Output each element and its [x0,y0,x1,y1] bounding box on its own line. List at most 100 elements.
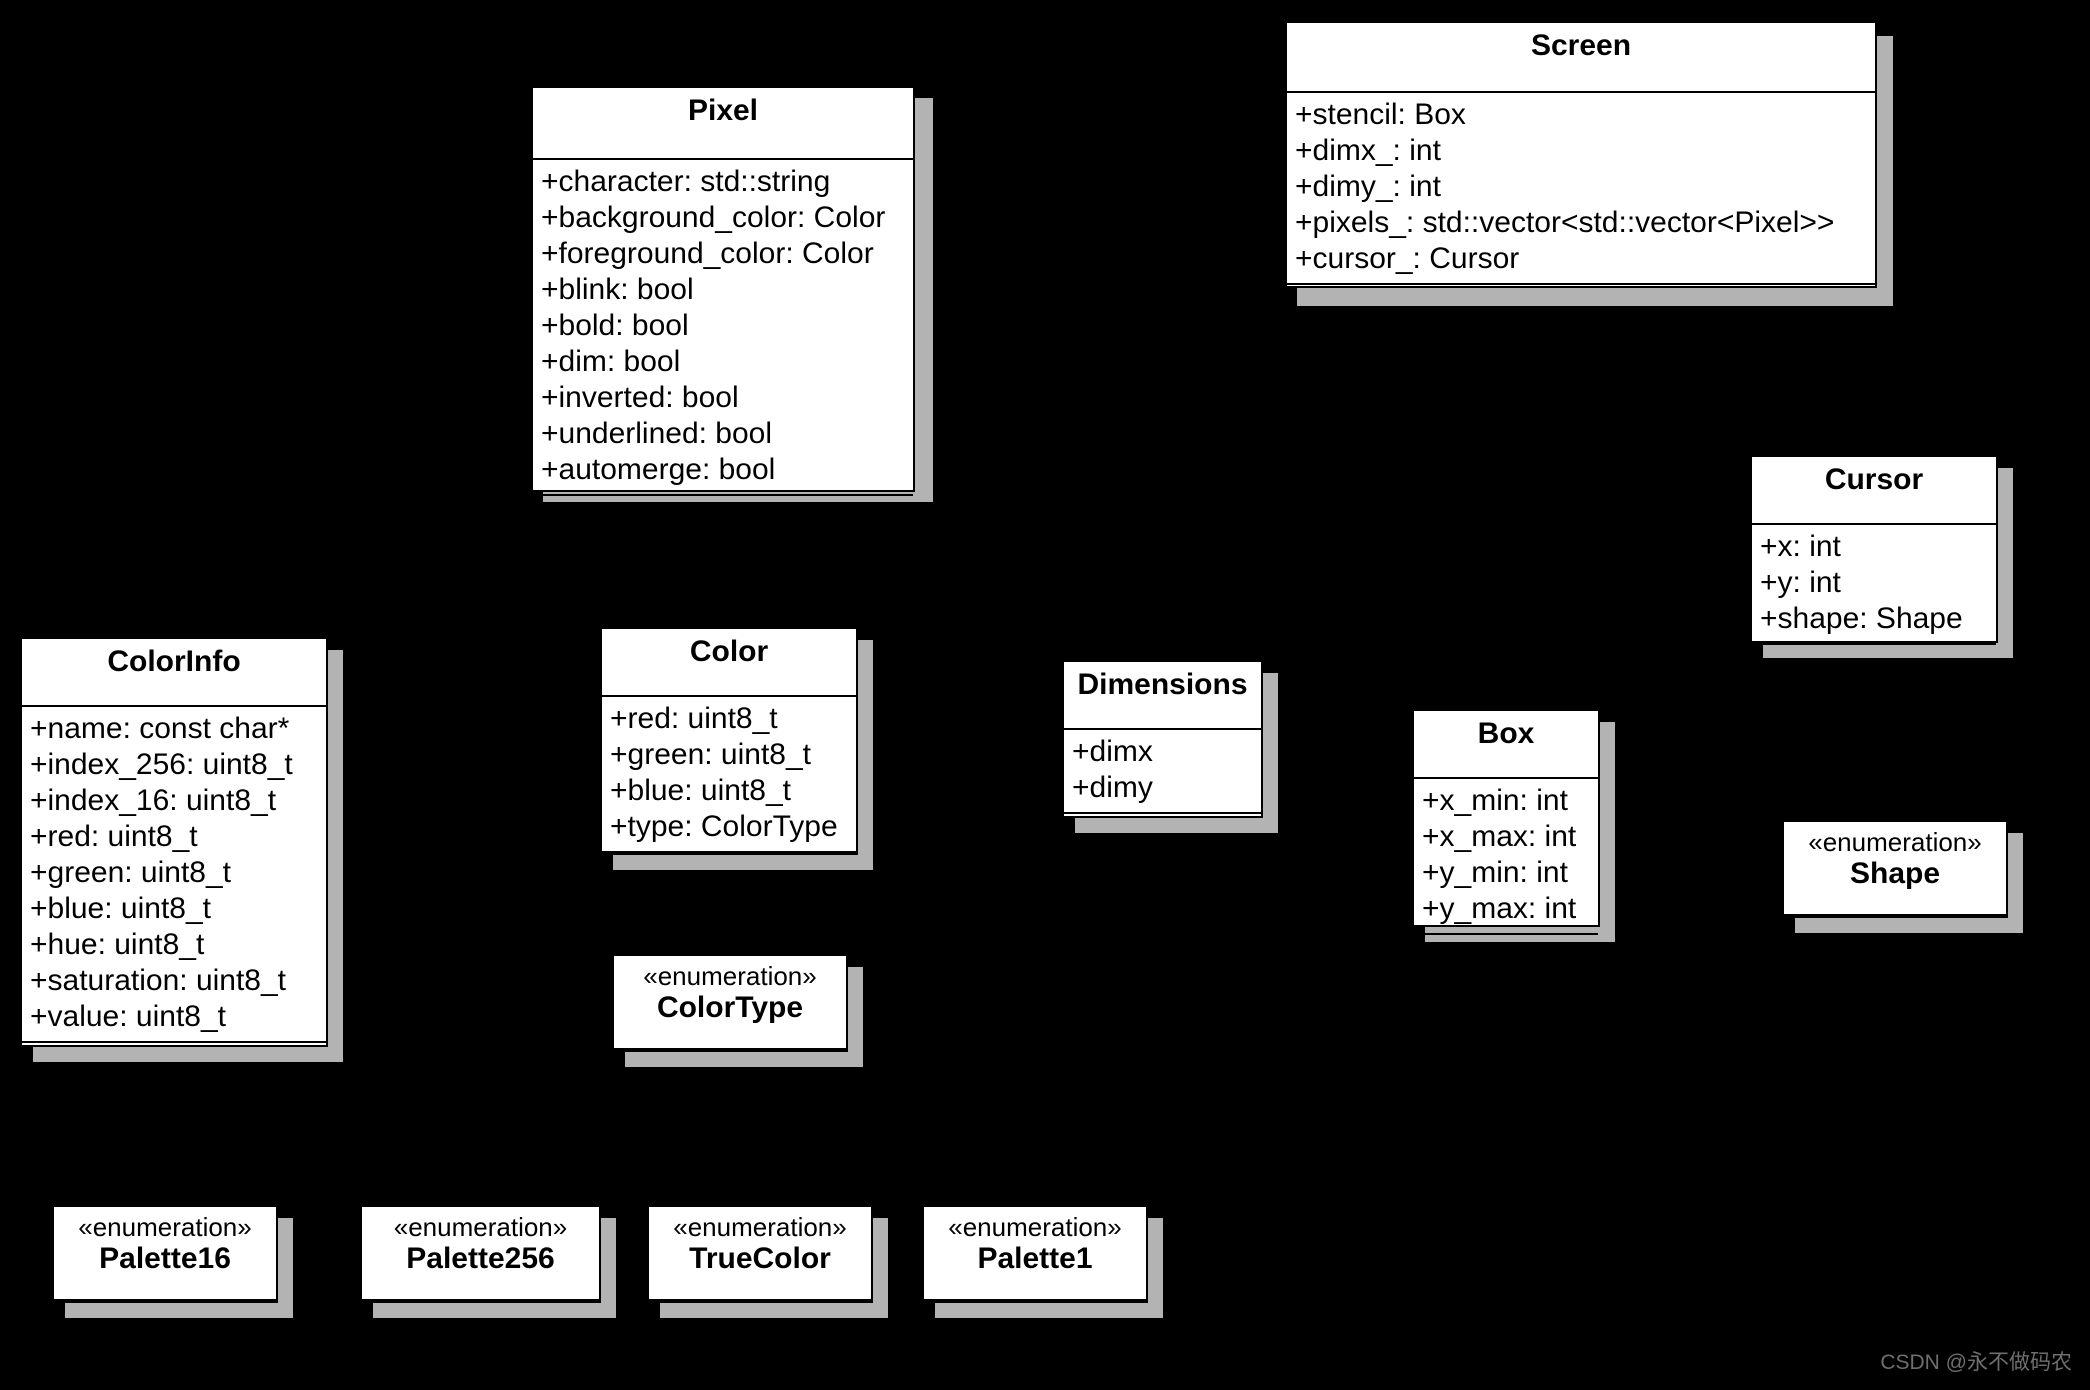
attribute-row: +blink: bool [541,273,694,306]
attribute-row: +value: uint8_t [30,1000,226,1033]
connector-colorinfo-bottom [163,1055,166,1071]
class-box-dimensions[interactable]: Dimensions +dimx +dimy [1062,660,1263,818]
class-attributes-box: +x_min: int +x_max: int +y_min: int +y_m… [1414,779,1598,935]
class-title-pixel: Pixel [533,88,913,160]
attribute-row: +dimx_: int [1295,134,1441,167]
class-box-screen[interactable]: Screen +stencil: Box +dimx_: int +dimy_:… [1285,21,1877,288]
stereotype-label: «enumeration» [948,1212,1122,1242]
class-name-label: ColorInfo [107,645,241,678]
class-box-shape[interactable]: «enumeration» Shape [1782,820,2008,918]
attribute-row: +index_256: uint8_t [30,748,293,781]
class-title-shape: «enumeration» Shape [1784,822,2006,916]
class-title-palette256: «enumeration» Palette256 [362,1207,599,1301]
class-name-label: Box [1477,717,1535,750]
class-box-palette256[interactable]: «enumeration» Palette256 [360,1205,601,1303]
class-title-palette1: «enumeration» Palette1 [924,1207,1146,1301]
class-title-color: Color [602,629,856,697]
attribute-row: +x: int [1760,530,1841,563]
class-operations-screen [1287,285,1875,303]
attribute-row: +dim: bool [541,345,681,378]
class-title-dimensions: Dimensions [1064,662,1261,730]
class-attributes-pixel: +character: std::string +background_colo… [533,160,913,496]
class-name-label: TrueColor [689,1242,831,1276]
class-box-cursor[interactable]: Cursor +x: int +y: int +shape: Shape [1750,455,1998,645]
class-attributes-color: +red: uint8_t +green: uint8_t +blue: uin… [602,697,856,853]
class-operations-color [602,853,856,871]
attribute-row: +inverted: bool [541,381,739,414]
attribute-row: +x_max: int [1422,820,1577,853]
class-operations-cursor [1752,645,1996,663]
class-box-palette16[interactable]: «enumeration» Palette16 [52,1205,278,1303]
attribute-row: +saturation: uint8_t [30,964,287,997]
class-attributes-dimensions: +dimx +dimy [1064,730,1261,814]
attribute-row: +blue: uint8_t [610,774,791,807]
class-name-label: Palette256 [406,1242,555,1276]
class-name-label: Pixel [687,94,759,127]
class-box-color[interactable]: Color +red: uint8_t +green: uint8_t +blu… [600,627,858,855]
class-title-truecolor: «enumeration» TrueColor [649,1207,871,1301]
class-name-label: Color [689,635,769,668]
stereotype-label: «enumeration» [78,1212,252,1242]
stereotype-label: «enumeration» [393,1212,568,1242]
class-title-cursor: Cursor [1752,457,1996,525]
class-operations-dimensions [1064,814,1261,832]
attribute-row: +underlined: bool [541,417,773,450]
attribute-row: +bold: bool [541,309,689,342]
attribute-row: +y_min: int [1422,856,1568,889]
stereotype-label: «enumeration» [643,961,817,991]
class-operations-pixel [533,496,913,514]
attribute-row: +automerge: bool [541,453,776,486]
class-name-label: Dimensions [1077,668,1248,701]
class-box-box[interactable]: Box +x_min: int +x_max: int +y_min: int … [1412,709,1600,935]
class-operations-truecolor [649,1301,871,1319]
attribute-row: +red: uint8_t [30,820,198,853]
attribute-row: +shape: Shape [1760,602,1963,635]
stereotype-label: «enumeration» [673,1212,847,1242]
connector-screen-pixel [915,255,1285,258]
attribute-row: +foreground_color: Color [541,237,874,270]
class-title-box: Box [1414,711,1598,779]
attribute-row: +y: int [1760,566,1841,599]
attribute-row: +dimx [1072,735,1153,768]
attribute-row: +dimy_: int [1295,170,1441,203]
class-box-truecolor[interactable]: «enumeration» TrueColor [647,1205,873,1303]
class-name-label: Palette16 [99,1242,231,1276]
class-box-palette1[interactable]: «enumeration» Palette1 [922,1205,1148,1303]
class-title-screen: Screen [1287,23,1875,93]
connector-screen-pixel-vert [1283,100,1286,258]
csdn-watermark: CSDN @永不做码农 [1880,1351,2072,1374]
class-name-label: Screen [1530,29,1632,62]
attribute-row: +character: std::string [541,165,831,198]
attribute-row: +background_color: Color [541,201,886,234]
class-operations-palette16 [54,1301,276,1319]
attribute-row: +blue: uint8_t [30,892,211,925]
attribute-row: +y_max: int [1422,892,1577,925]
class-name-label: Cursor [1824,463,1924,496]
class-attributes-colorinfo: +name: const char* +index_256: uint8_t +… [22,707,326,1043]
attribute-row: +dimy [1072,771,1153,804]
class-operations-box [1414,935,1598,953]
attribute-row: +cursor_: Cursor [1295,242,1520,275]
class-name-label: Shape [1849,857,1941,891]
class-operations-colorinfo [22,1043,326,1061]
attribute-row: +hue: uint8_t [30,928,205,961]
class-title-colortype: «enumeration» ColorType [614,956,846,1050]
class-operations-colortype [614,1050,846,1068]
attribute-row: +type: ColorType [610,810,838,843]
class-attributes-screen: +stencil: Box +dimx_: int +dimy_: int +p… [1287,93,1875,285]
class-title-palette16: «enumeration» Palette16 [54,1207,276,1301]
class-title-colorinfo: ColorInfo [22,639,326,707]
class-operations-shape [1784,916,2006,934]
class-name-label: ColorType [656,991,804,1025]
attribute-row: +green: uint8_t [30,856,231,889]
class-box-pixel[interactable]: Pixel +character: std::string +backgroun… [531,86,915,496]
class-box-colorinfo[interactable]: ColorInfo +name: const char* +index_256:… [20,637,328,1047]
attribute-row: +name: const char* [30,712,290,745]
class-attributes-cursor: +x: int +y: int +shape: Shape [1752,525,1996,645]
attribute-row: +x_min: int [1422,784,1568,817]
attribute-row: +pixels_: std::vector<std::vector<Pixel>… [1295,206,1835,239]
attribute-row: +stencil: Box [1295,98,1466,131]
class-box-colortype[interactable]: «enumeration» ColorType [612,954,848,1052]
attribute-row: +green: uint8_t [610,738,811,771]
